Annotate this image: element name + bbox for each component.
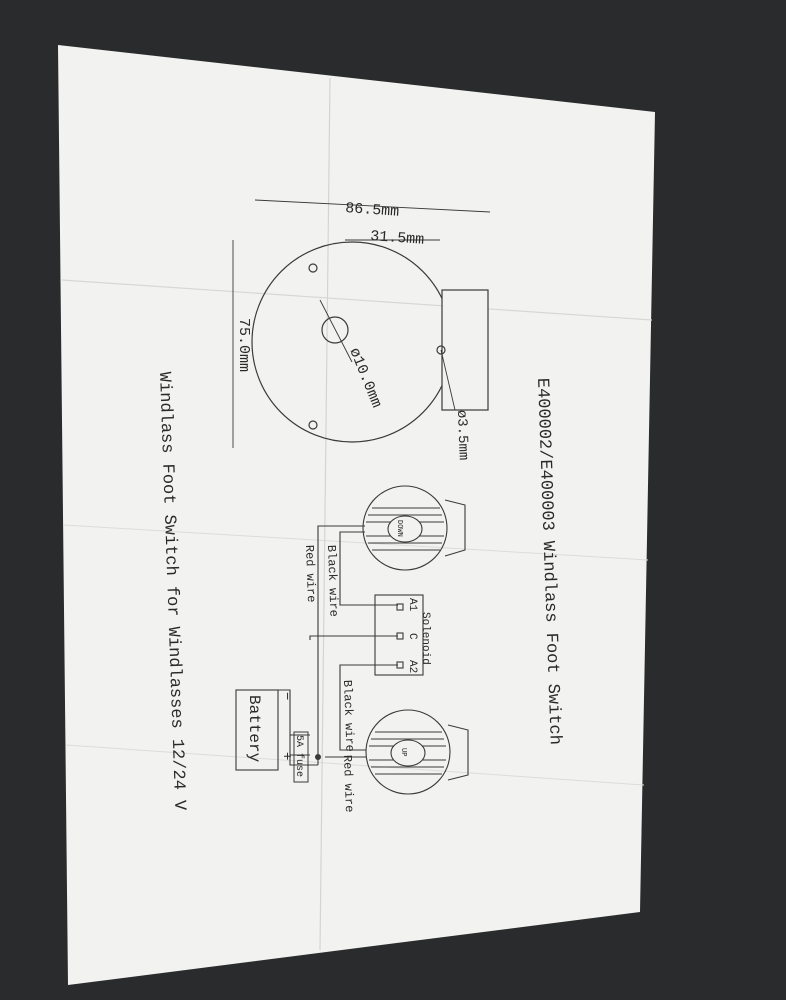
- terminal-a1: A1: [406, 598, 418, 612]
- dimension-line: [319, 299, 353, 363]
- dimension-overall-width: 86.5mm: [345, 200, 400, 221]
- dimension-offset-width: 31.5mm: [370, 228, 425, 249]
- battery-label: Battery: [245, 695, 263, 763]
- mount-hole: [308, 420, 318, 430]
- solenoid-label: Solenoid: [419, 612, 431, 665]
- up-switch-label: UP: [399, 748, 407, 756]
- up-switch: [365, 709, 469, 795]
- up-red-wire-label: Red wire: [340, 755, 356, 813]
- fold-crease: [65, 744, 645, 786]
- fuse-label: 5A fuse: [293, 735, 305, 777]
- down-switch-label: DOWN: [395, 520, 403, 537]
- solenoid-block: [374, 594, 424, 676]
- dimension-height: 75.0mm: [235, 318, 252, 372]
- down-red-wire-label: Red wire: [302, 545, 318, 603]
- mount-outline-tab: [441, 289, 489, 411]
- wire-junction: [315, 754, 321, 760]
- terminal-a2: A2: [406, 660, 418, 673]
- dimension-mount-hole: ø3.5mm: [453, 410, 471, 461]
- mount-hole: [436, 345, 446, 355]
- terminal-c: C: [406, 633, 418, 640]
- down-switch: [362, 485, 466, 571]
- fuse-box: [293, 731, 309, 783]
- battery-box: [235, 689, 279, 771]
- center-hole: [321, 316, 349, 344]
- down-black-wire-label: Black wire: [324, 545, 341, 617]
- paper-sheet: [58, 45, 655, 985]
- fold-crease: [61, 279, 653, 321]
- battery-plus: +: [278, 752, 294, 760]
- mount-outline-drawing: [232, 199, 491, 448]
- fold-crease: [319, 77, 331, 951]
- fold-crease: [63, 524, 649, 561]
- battery-minus: −: [278, 692, 294, 700]
- up-black-wire-label: Black wire: [340, 680, 357, 752]
- mount-hole: [308, 263, 318, 273]
- dimension-line: [254, 199, 491, 213]
- dimension-line: [440, 349, 456, 411]
